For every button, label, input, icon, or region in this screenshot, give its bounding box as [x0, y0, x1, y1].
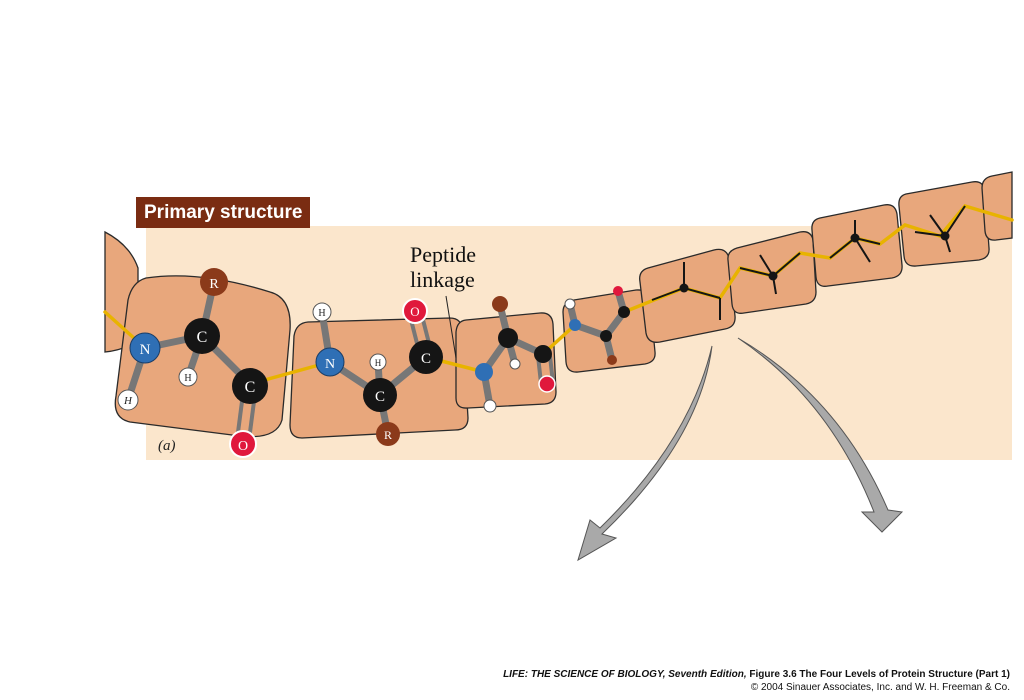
- nitrogen-atom: [315, 347, 345, 377]
- alpha-carbon-atom: [184, 318, 220, 354]
- oxygen-atom: [538, 375, 556, 393]
- hydrogen-atom: [564, 298, 576, 310]
- oxygen-atom: [402, 298, 428, 324]
- carbonyl-carbon-atom: [232, 368, 268, 404]
- hydrogen-atom-label: H: [375, 358, 382, 368]
- caption-book-title: LIFE: THE SCIENCE OF BIOLOGY, Seventh Ed…: [503, 669, 747, 680]
- oxygen-atom-label: O: [238, 439, 248, 454]
- hydrogen-atom-label: H: [184, 373, 191, 384]
- hydrogen-atom: [312, 302, 332, 322]
- caption-copyright: © 2004 Sinauer Associates, Inc. and W. H…: [750, 682, 1010, 693]
- residue-block-5: [639, 248, 736, 343]
- side-chain-atom: [200, 268, 228, 296]
- hydrogen-atom-label: H: [318, 308, 325, 319]
- peptide-linkage-label-line1: Peptide: [410, 242, 476, 267]
- residue-block-3: [455, 312, 557, 409]
- section-title-badge: Primary structure: [136, 197, 311, 228]
- hydrogen-atom: [509, 358, 521, 370]
- carbonyl-carbon-atom-label: C: [421, 351, 431, 367]
- carbonyl-carbon-atom-label: C: [245, 379, 256, 396]
- caption-figure-title: Figure 3.6 The Four Levels of Protein St…: [749, 669, 1010, 680]
- carbonyl-carbon-atom: [409, 340, 443, 374]
- arrow-left-icon: [577, 345, 713, 562]
- hydrogen-atom: [483, 399, 497, 413]
- nitrogen-atom: [475, 363, 493, 381]
- nitrogen-atom: [569, 319, 581, 331]
- panel-label: (a): [158, 438, 176, 454]
- side-chain-atom-label: R: [384, 428, 392, 442]
- alpha-carbon-atom-label: C: [197, 329, 208, 346]
- carbonyl-carbon-atom: [618, 306, 630, 318]
- side-chain-atom: [376, 422, 400, 446]
- far-residue-atoms: [679, 231, 950, 293]
- oxygen-atom-label: O: [410, 304, 419, 319]
- alpha-carbon-atom: [363, 378, 397, 412]
- residue-block-8: [898, 181, 990, 267]
- oxygen-atom: [613, 286, 623, 296]
- residue-block-9: [981, 171, 1013, 241]
- hydrogen-atom: [178, 367, 198, 387]
- peptide-linkage-pointer: [445, 295, 457, 359]
- hydrogen-atom-label: H: [123, 395, 133, 407]
- side-chain-atom: [607, 355, 617, 365]
- nitrogen-atom: [129, 332, 161, 364]
- caption-line-1: LIFE: THE SCIENCE OF BIOLOGY, Seventh Ed…: [503, 668, 1010, 681]
- alpha-carbon-atom-label: C: [375, 389, 385, 405]
- peptide-linkage-label: Peptide linkage: [410, 242, 500, 292]
- hydrogen-atom: [117, 389, 139, 411]
- side-chain-atom: [492, 296, 508, 312]
- carbonyl-carbon-atom: [534, 345, 552, 363]
- peptide-linkage-label-line2: linkage: [410, 267, 475, 292]
- hydrogen-atom: [369, 353, 387, 371]
- residue-block-7: [811, 204, 903, 287]
- nitrogen-atom-label: N: [140, 342, 151, 358]
- alpha-carbon-atom: [498, 328, 518, 348]
- side-chain-atom-label: R: [209, 277, 219, 292]
- alpha-carbon-atom: [600, 330, 612, 342]
- oxygen-atom: [229, 430, 257, 458]
- arrow-right-icon: [737, 337, 904, 533]
- figure-caption: LIFE: THE SCIENCE OF BIOLOGY, Seventh Ed…: [503, 668, 1010, 694]
- nitrogen-atom-label: N: [325, 357, 335, 372]
